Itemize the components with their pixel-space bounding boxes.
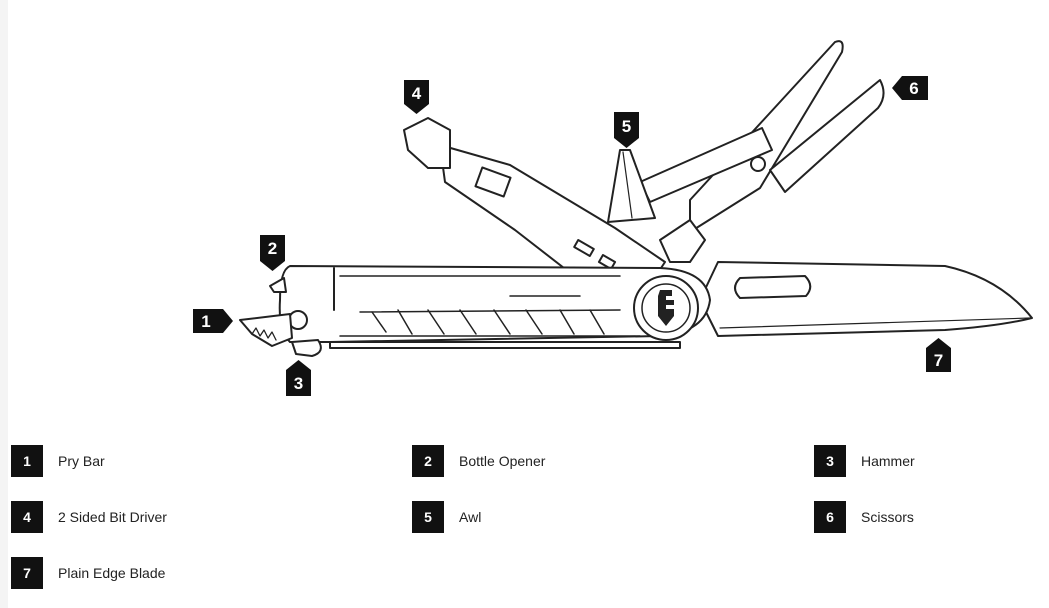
callout-number-3: 3 xyxy=(294,374,303,393)
legend-item-bottle-opener: 2 Bottle Opener xyxy=(412,445,545,477)
legend-item-plain-edge-blade: 7 Plain Edge Blade xyxy=(11,557,165,589)
legend-label: Awl xyxy=(459,509,482,525)
legend-item-pry-bar: 1 Pry Bar xyxy=(11,445,105,477)
multitool-diagram: 1 2 3 4 5 6 7 xyxy=(193,40,1033,396)
callout-5: 5 xyxy=(614,112,639,148)
callout-number-4: 4 xyxy=(412,84,422,103)
awl-blade xyxy=(607,149,656,223)
legend-label: Hammer xyxy=(861,453,915,469)
callout-badge-7 xyxy=(926,338,951,372)
callout-badge-4 xyxy=(404,80,429,114)
legend-item-awl: 5 Awl xyxy=(412,501,481,533)
callout-number-6: 6 xyxy=(909,79,918,98)
blade-edge-line xyxy=(719,317,1031,329)
pry-bar-tip xyxy=(239,313,293,347)
callout-2: 2 xyxy=(260,235,285,271)
legend-item-hammer: 3 Hammer xyxy=(814,445,915,477)
callout-3: 3 xyxy=(286,360,311,396)
legend-badge: 6 xyxy=(814,501,846,533)
blade-thumb-slot xyxy=(734,275,812,299)
legend-badge: 1 xyxy=(11,445,43,477)
legend-label: 2 Sided Bit Driver xyxy=(58,509,167,525)
gerber-logo-icon xyxy=(658,290,674,326)
bit-driver-bit xyxy=(403,117,451,169)
legend-badge: 2 xyxy=(412,445,444,477)
callout-badge-1 xyxy=(193,309,233,333)
legend-item-scissors: 6 Scissors xyxy=(814,501,914,533)
legend-item-bit-driver: 4 2 Sided Bit Driver xyxy=(11,501,167,533)
legend-badge: 3 xyxy=(814,445,846,477)
callout-number-7: 7 xyxy=(934,351,943,370)
tool-tab xyxy=(659,219,706,263)
tool-legend: 1 Pry Bar 2 Bottle Opener 3 Hammer 4 2 S… xyxy=(0,430,1049,600)
handle-channel xyxy=(339,275,621,297)
multitool-illustration xyxy=(239,40,1033,357)
legend-label: Pry Bar xyxy=(58,453,105,469)
legend-badge: 5 xyxy=(412,501,444,533)
bit-driver-window xyxy=(474,166,512,198)
legend-badge: 7 xyxy=(11,557,43,589)
callout-badge-2 xyxy=(260,235,285,271)
hammer-head xyxy=(291,339,322,357)
callout-4: 4 xyxy=(404,80,429,114)
callout-1: 1 xyxy=(193,309,233,333)
bottle-opener-hook xyxy=(269,277,287,293)
plain-edge-blade xyxy=(699,261,1033,337)
scissors-blade-lower xyxy=(769,79,885,193)
handle-grip-ridges xyxy=(371,309,605,335)
pry-bar-teeth xyxy=(251,327,277,341)
legend-label: Plain Edge Blade xyxy=(58,565,166,581)
callout-6: 6 xyxy=(892,76,928,100)
legend-label: Bottle Opener xyxy=(459,453,546,469)
awl-ridge xyxy=(622,151,633,219)
legend-label: Scissors xyxy=(861,509,914,525)
callout-number-5: 5 xyxy=(622,117,631,136)
callout-badge-5 xyxy=(614,112,639,148)
callout-badge-6 xyxy=(892,76,928,100)
bit-driver-slot-2 xyxy=(597,254,617,270)
callout-7: 7 xyxy=(926,338,951,372)
handle-grip-line xyxy=(339,309,641,337)
left-edge-shade xyxy=(0,0,8,608)
handle-lower-rail xyxy=(329,341,681,349)
legend-badge: 4 xyxy=(11,501,43,533)
bit-driver-slot xyxy=(573,239,595,257)
callout-number-2: 2 xyxy=(268,239,277,258)
callout-badge-3 xyxy=(286,360,311,396)
callout-number-1: 1 xyxy=(201,312,210,331)
